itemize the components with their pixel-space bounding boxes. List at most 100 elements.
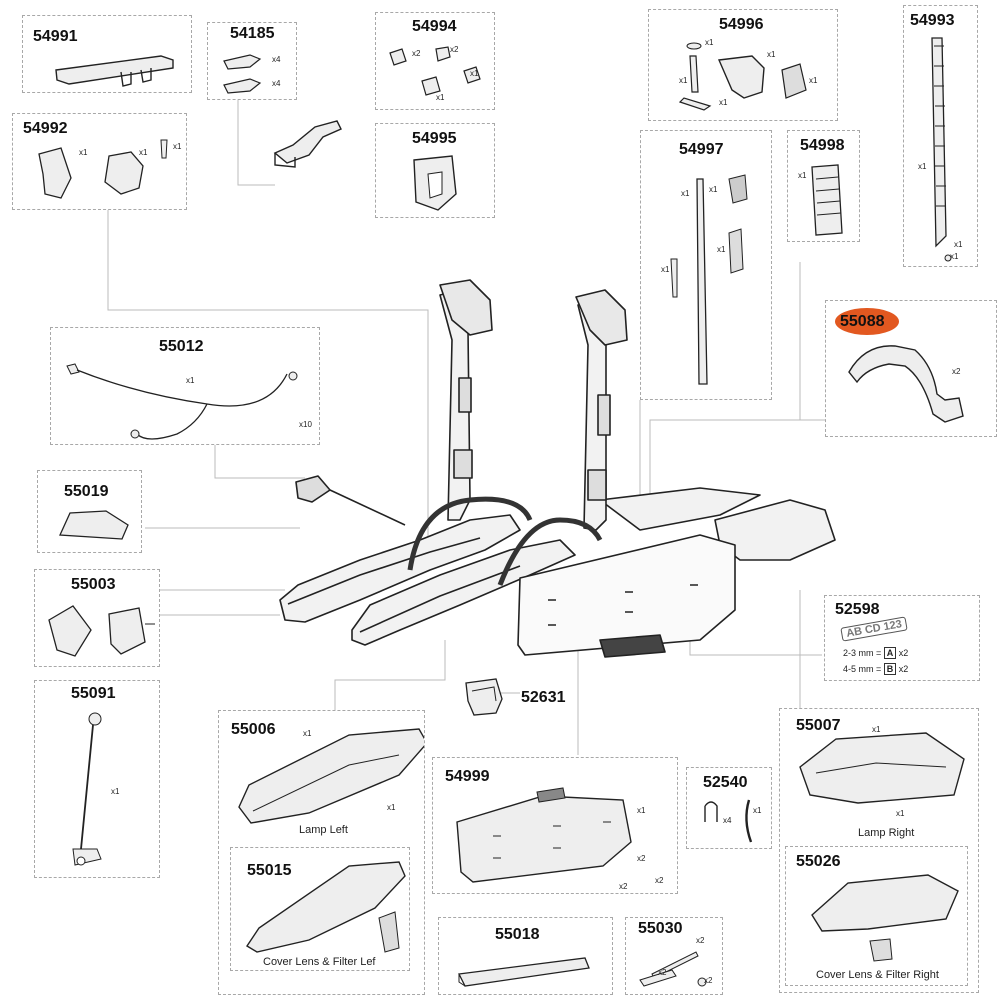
quantity: x2 [704,976,713,985]
part-box-55091: 55091 x1 [34,680,160,878]
part-box-55012: 55012 x1 x10 [50,327,320,445]
part-box-54185: 54185 x4 x4 [207,22,297,100]
bolt-set-icon [639,951,707,987]
quantity: x1 [303,729,312,738]
part-box-52540: 52540 x4 x1 [686,767,772,849]
quantity: x2 [655,876,664,885]
cable-clip-icon [704,799,753,843]
quantity: x4 [272,79,281,88]
quantity: x1 [186,376,195,385]
part-box-54991: 54991 [22,15,192,93]
strap-pad-icon [811,164,843,236]
part-number: 55006 [231,721,276,738]
quantity: x1 [872,725,881,734]
socket-icon [48,605,155,657]
part-box-55026: 55026 Cover Lens & Filter Right [785,846,968,986]
quantity: x1 [753,806,762,815]
quantity: x1 [173,142,182,151]
leader-55012 [214,445,305,479]
lamp-right-icon [799,732,965,804]
part-number: 55091 [71,685,116,702]
quantity: x1 [918,162,927,171]
quantity: x1 [436,93,445,102]
part-box-55030: 55030 x2 x2 x2 [625,917,723,995]
quantity: x1 [950,252,959,261]
part-number: 52631 [521,689,566,706]
quantity: x4 [723,816,732,825]
quantity: x1 [809,76,818,85]
part-box-54996: 54996 x1 x1 x1 x1 x1 [648,9,838,121]
plate-holder [517,534,736,656]
quantity: x1 [954,240,963,249]
quantity: x1 [681,189,690,198]
quantity: x1 [679,76,688,85]
spacer-label-b: 4-5 mm = B x2 [843,663,909,675]
bike-carrier-assembly [279,279,836,658]
quantity: x1 [705,38,714,47]
part-box-55019: 55019 [37,470,142,553]
part-box-55015: 55015 Cover Lens & Filter Lef [230,847,410,971]
quantity: x1 [717,245,726,254]
left-wheel-arm [279,514,521,623]
quantity: x1 [767,50,776,59]
part-number: 55030 [638,920,683,937]
part-number: 54992 [23,120,68,137]
part-caption: Lamp Left [299,824,348,836]
part-caption: Lamp Right [858,827,915,839]
slide-rail-icon [458,957,590,987]
quantity: x1 [719,98,728,107]
quantity: x4 [272,55,281,64]
quantity: x1 [79,148,88,157]
lock-icon [678,42,807,111]
strap-icon [931,37,952,262]
part-box-54993: 54993 x1 x1 x1 [903,5,978,267]
part-box-54998: 54998 x1 [787,130,860,242]
part-number: 52598 [835,601,880,618]
quantity: x2 [412,49,421,58]
part-number: 54995 [412,130,457,147]
holder-icon [413,155,457,211]
part-number: 54998 [800,137,845,154]
part-box-54994: 54994 x2 x2 x1 x1 [375,12,495,110]
part-box-55003: 55003 [34,569,160,667]
part-number: 55007 [796,717,841,734]
part-number: 54993 [910,12,955,29]
part-caption: Cover Lens & Filter Right [816,969,939,981]
quantity: x2 [952,367,961,376]
leader-54185 [237,100,275,186]
quantity: x1 [709,185,718,194]
part-number: 55019 [64,483,109,500]
arm-rod-icon [72,712,102,866]
top-rail-icon [55,55,174,87]
quantity: x1 [470,69,479,78]
clip-icon [389,46,481,96]
part-number: 54994 [412,18,457,35]
quantity: x1 [637,806,646,815]
cover-lens-right-icon [811,874,959,962]
part-number: 55018 [495,926,540,943]
spacer-label-a: 2-3 mm = A x2 [843,647,909,659]
part-box-54997: 54997 x1 x1 x1 x1 [640,130,772,400]
leader-54992 [107,210,429,540]
part-number: 55015 [247,862,292,879]
part-box-55018: 55018 [438,917,613,995]
quantity: x2 [619,882,628,891]
bracket-52631-icon [465,678,503,716]
number-plate-sample: AB CD 123 [840,616,908,642]
quantity: x2 [696,936,705,945]
part-box-54992: 54992 x1 x1 x1 [12,113,187,210]
part-box-54995: 54995 [375,123,495,218]
part-number: 54991 [33,28,78,45]
leader-55006 [334,640,446,710]
part-number: 55012 [159,338,204,355]
quantity: x2 [637,854,646,863]
part-box-54999: 54999 x1 x2 x2 x2 [432,757,678,894]
lamp-left-icon [238,728,424,824]
ratchet-icon [38,139,168,199]
part-number: 54997 [679,141,724,158]
quantity: x1 [111,787,120,796]
part-number-highlighted: 55088 [840,313,885,330]
wedge-block-icon [59,510,129,540]
part-number: 55003 [71,576,116,593]
